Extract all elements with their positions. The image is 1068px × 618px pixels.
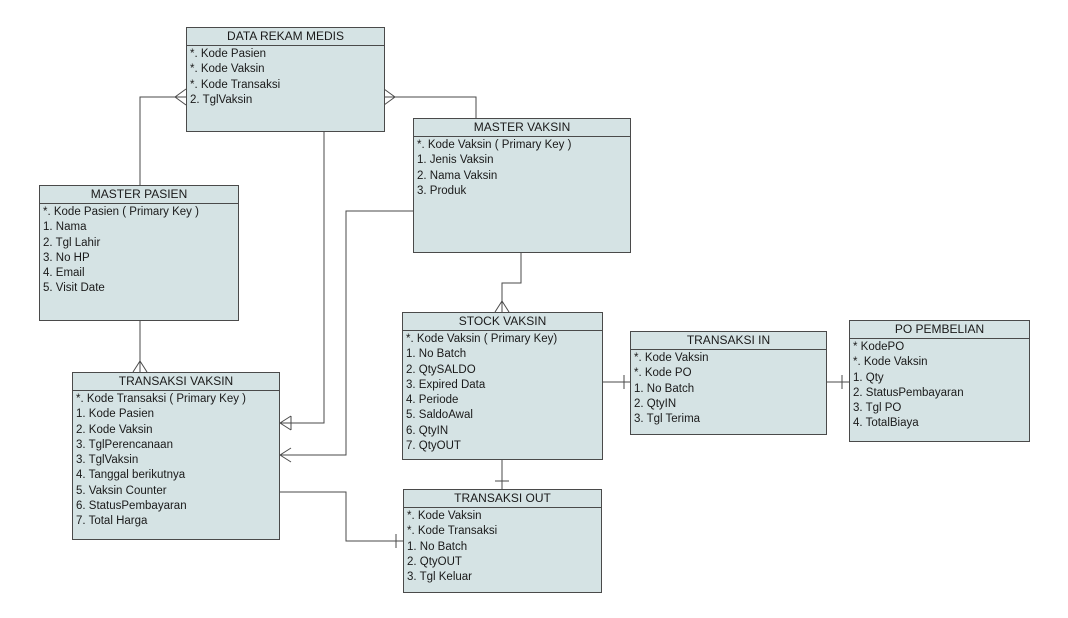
entity-attribute: *. Kode Pasien ( Primary Key ) <box>43 206 199 218</box>
entity-po-pembelian[interactable]: PO PEMBELIAN * KodePO *. Kode Vaksin 1. … <box>849 320 1030 442</box>
entity-title: TRANSAKSI OUT <box>404 490 601 508</box>
entity-attribute: 4. Tanggal berikutnya <box>76 469 186 482</box>
entity-attribute: 3. Tgl Keluar <box>407 571 472 584</box>
entity-attribute: 1. No Batch <box>634 382 695 395</box>
entity-attribute: *. Kode Transaksi <box>190 78 281 91</box>
entity-attribute: 4. Email <box>43 267 85 280</box>
entity-master-vaksin[interactable]: MASTER VAKSIN *. Kode Vaksin ( Primary K… <box>413 118 631 253</box>
entity-attribute: 1. No Batch <box>406 348 467 361</box>
entity-attribute: 3. TglVaksin <box>76 454 139 467</box>
rel-rekammedis-transaksivaksin <box>279 132 325 431</box>
entity-attribute: 3. Tgl Terima <box>634 413 701 426</box>
entity-attribute: 2. Nama Vaksin <box>417 169 498 182</box>
entity-attribute: 3. Expired Data <box>406 378 486 391</box>
rel-stockvaksin-transaksiin <box>603 375 630 389</box>
rel-transaksivaksin-transaksiout <box>280 491 403 548</box>
entity-master-pasien[interactable]: MASTER PASIEN *. Kode Pasien ( Primary K… <box>39 185 239 321</box>
entity-title: DATA REKAM MEDIS <box>187 28 384 46</box>
entity-attribute: 3. No HP <box>43 251 90 264</box>
entity-attribute: 7. QtyOUT <box>406 440 461 453</box>
rel-stockvaksin-transaksiout <box>495 460 509 489</box>
entity-transaksi-out[interactable]: TRANSAKSI OUT *. Kode Vaksin *. Kode Tra… <box>403 489 602 593</box>
entity-title: MASTER PASIEN <box>40 186 238 204</box>
rel-mastervaksin-stockvaksin <box>494 252 522 313</box>
entity-transaksi-in[interactable]: TRANSAKSI IN *. Kode Vaksin *. Kode PO 1… <box>630 331 827 435</box>
entity-attribute: 7. Total Harga <box>76 515 148 528</box>
entity-attribute: *. Kode Pasien <box>190 48 267 60</box>
entity-attribute: *. Kode Transaksi <box>407 525 498 538</box>
entity-attribute: 6. QtyIN <box>406 424 449 437</box>
entity-attribute: 2. TglVaksin <box>190 93 253 106</box>
entity-title: PO PEMBELIAN <box>850 321 1029 339</box>
entity-attribute: *. Kode Vaksin <box>407 510 482 522</box>
entity-attribute: *. Kode PO <box>634 367 692 380</box>
entity-attribute: *. Kode Vaksin ( Primary Key) <box>406 333 558 345</box>
entity-attribute: 1. No Batch <box>407 540 468 553</box>
entity-attribute: 5. Visit Date <box>43 282 105 295</box>
entity-attribute: 5. SaldoAwal <box>406 409 473 422</box>
entity-attribute: 3. Tgl PO <box>853 402 902 415</box>
rel-mastervaksin-transaksivaksin <box>279 210 413 463</box>
entity-attribute: 3. TglPerencanaan <box>76 438 173 451</box>
entity-attribute: *. Kode Transaksi ( Primary Key ) <box>76 393 246 405</box>
rel-transaksiin-popembelian <box>827 375 849 389</box>
entity-transaksi-vaksin[interactable]: TRANSAKSI VAKSIN *. Kode Transaksi ( Pri… <box>72 372 280 540</box>
entity-attribute: 2. QtyIN <box>634 397 677 410</box>
entity-attribute: 1. Kode Pasien <box>76 408 155 421</box>
entity-attribute: 2. Kode Vaksin <box>76 423 153 436</box>
entity-attribute: 2. QtyOUT <box>407 555 462 568</box>
entity-attribute: 2. StatusPembayaran <box>853 386 964 399</box>
entity-attribute: 1. Qty <box>853 371 884 384</box>
entity-title: TRANSAKSI IN <box>631 332 826 350</box>
entity-title: TRANSAKSI VAKSIN <box>73 373 279 391</box>
entity-attribute: * KodePO <box>853 341 905 353</box>
entity-attribute: 2. QtySALDO <box>406 363 476 376</box>
rel-rekammedis-mastervaksin <box>383 88 477 118</box>
entity-attribute: 2. Tgl Lahir <box>43 236 101 249</box>
entity-attribute: 1. Jenis Vaksin <box>417 154 494 167</box>
entity-attribute: *. Kode Vaksin <box>190 63 265 76</box>
entity-title: MASTER VAKSIN <box>414 119 630 137</box>
entity-attribute: 6. StatusPembayaran <box>76 500 187 513</box>
entity-stock-vaksin[interactable]: STOCK VAKSIN *. Kode Vaksin ( Primary Ke… <box>402 312 603 460</box>
entity-data-rekam-medis[interactable]: DATA REKAM MEDIS *. Kode Pasien *. Kode … <box>186 27 385 132</box>
entity-attribute: 5. Vaksin Counter <box>76 484 167 497</box>
entity-attribute: *. Kode Vaksin <box>634 352 709 364</box>
entity-attribute: *. Kode Vaksin <box>853 356 928 369</box>
rel-pasien-transaksivaksin <box>132 321 148 373</box>
entity-attribute: 4. TotalBiaya <box>853 417 919 430</box>
entity-attribute: 3. Produk <box>417 184 467 197</box>
entity-attribute: 4. Periode <box>406 394 459 407</box>
entity-attribute: 1. Nama <box>43 221 87 234</box>
rel-pasien-rekammedis <box>139 88 187 185</box>
entity-attribute: *. Kode Vaksin ( Primary Key ) <box>417 139 572 151</box>
entity-title: STOCK VAKSIN <box>403 313 602 331</box>
